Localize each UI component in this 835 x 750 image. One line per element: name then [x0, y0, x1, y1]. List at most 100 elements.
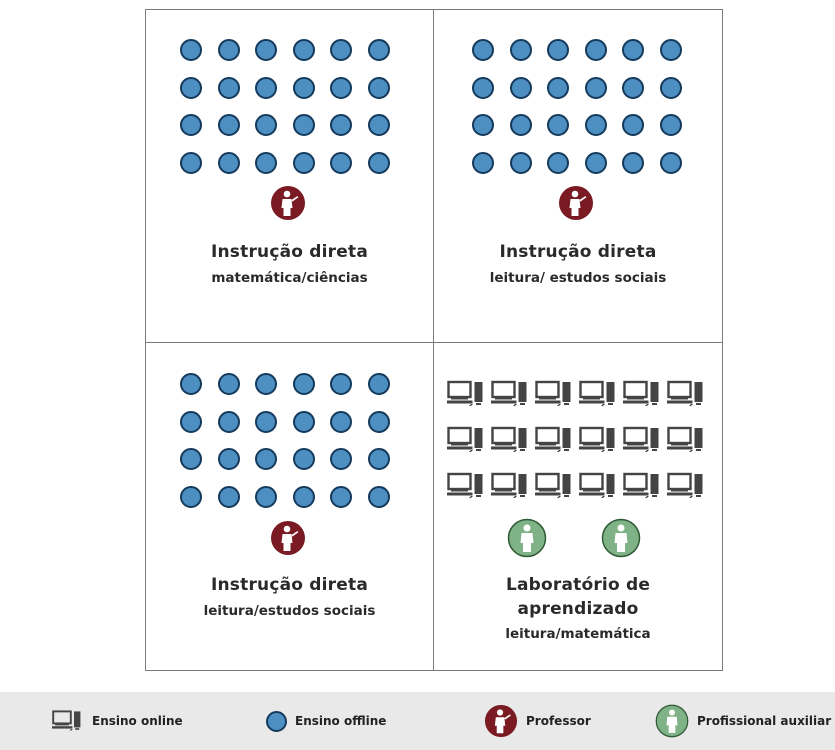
helper-icon [655, 704, 689, 738]
offline-student-dot [547, 39, 570, 61]
offline-student-dot [255, 373, 278, 395]
teacher-icon [270, 185, 306, 221]
offline-student-dot [292, 485, 315, 508]
offline-student-dot [367, 373, 390, 395]
offline-student-dot [217, 410, 240, 433]
offline-student-dot [292, 76, 315, 99]
offline-student-dot [180, 151, 202, 174]
quadrant-subtitle: leitura/ estudos sociais [489, 270, 667, 286]
circle-dot-icon [266, 710, 287, 732]
offline-student-dot [217, 448, 240, 471]
offline-student-dot [180, 448, 202, 471]
offline-student-dot [255, 448, 278, 471]
offline-student-dot [367, 485, 390, 508]
computer-icon [491, 426, 531, 454]
offline-student-dot [180, 39, 202, 61]
offline-students-group [180, 39, 390, 174]
offline-student-dot [584, 39, 607, 61]
offline-student-dot [330, 114, 353, 137]
offline-student-dot [292, 410, 315, 433]
offline-student-dot [622, 114, 645, 137]
offline-student-dot [330, 151, 353, 174]
teacher-icon [270, 520, 306, 556]
computer-icon [667, 426, 707, 454]
offline-student-dot [330, 410, 353, 433]
offline-student-dot [584, 76, 607, 99]
offline-student-dot [367, 410, 390, 433]
teacher-icon [558, 185, 594, 221]
quadrant-title-line2: aprendizado [517, 599, 639, 619]
offline-student-dot [180, 114, 202, 137]
offline-student-dot [292, 448, 315, 471]
quadrant-learning-lab: Laboratório de aprendizado leitura/matem… [433, 342, 723, 671]
offline-student-dot [659, 76, 682, 99]
offline-student-dot [330, 373, 353, 395]
offline-student-dot [659, 39, 682, 61]
offline-student-dot [180, 485, 202, 508]
quadrant-title: Laboratório de [505, 575, 651, 595]
offline-student-dot [584, 114, 607, 137]
computer-icon [52, 709, 84, 733]
offline-student-dot [217, 485, 240, 508]
offline-student-dot [367, 448, 390, 471]
offline-student-dot [292, 114, 315, 137]
offline-student-dot [472, 39, 494, 61]
offline-student-dot [180, 76, 202, 99]
legend-helper-label: Profissional auxiliar [697, 714, 832, 728]
helper-icon [507, 518, 547, 558]
offline-student-dot [217, 373, 240, 395]
offline-student-dot [509, 76, 532, 99]
offline-student-dot [584, 151, 607, 174]
quadrant-title: Instrução direta [210, 242, 368, 262]
offline-student-dot [622, 76, 645, 99]
offline-student-dot [217, 39, 240, 61]
quadrant-title: Instrução direta [210, 575, 368, 595]
offline-student-dot [659, 151, 682, 174]
computer-icon [447, 380, 487, 408]
legend: Ensino online Ensino offline Professor P… [0, 692, 835, 750]
quadrant-subtitle: leitura/matemática [505, 626, 651, 642]
legend-online-label: Ensino online [92, 714, 183, 728]
offline-student-dot [622, 151, 645, 174]
offline-student-dot [292, 151, 315, 174]
offline-student-dot [472, 151, 494, 174]
computer-icon [535, 426, 575, 454]
offline-student-dot [255, 114, 278, 137]
offline-student-dot [180, 373, 202, 395]
quadrant-math-science: Instrução direta matemática/ciências [145, 9, 434, 343]
offline-student-dot [330, 39, 353, 61]
offline-student-dot [367, 114, 390, 137]
offline-student-dot [292, 373, 315, 395]
offline-student-dot [255, 76, 278, 99]
legend-offline: Ensino offline [266, 692, 386, 750]
quadrant-reading-social-studies-bottom: Instrução direta leitura/estudos sociais [145, 342, 434, 671]
computer-icon [535, 472, 575, 500]
computer-icon [623, 380, 663, 408]
offline-student-dot [330, 448, 353, 471]
offline-student-dot [509, 151, 532, 174]
computer-icon [491, 380, 531, 408]
legend-teacher-label: Professor [526, 714, 591, 728]
offline-student-dot [547, 114, 570, 137]
online-workstations-group [447, 380, 707, 500]
offline-student-dot [472, 114, 494, 137]
offline-student-dot [292, 39, 315, 61]
offline-student-dot [547, 76, 570, 99]
offline-student-dot [217, 151, 240, 174]
computer-icon [623, 472, 663, 500]
computer-icon [535, 380, 575, 408]
computer-icon [623, 426, 663, 454]
offline-student-dot [255, 485, 278, 508]
quadrant-reading-social-studies-top: Instrução direta leitura/ estudos sociai… [433, 9, 723, 343]
offline-student-dot [509, 114, 532, 137]
computer-icon [447, 426, 487, 454]
offline-student-dot [622, 39, 645, 61]
computer-icon [579, 426, 619, 454]
offline-student-dot [217, 76, 240, 99]
offline-student-dot [180, 410, 202, 433]
offline-student-dot [255, 151, 278, 174]
helper-icon [601, 518, 641, 558]
computer-icon [667, 472, 707, 500]
offline-student-dot [367, 151, 390, 174]
offline-student-dot [255, 410, 278, 433]
